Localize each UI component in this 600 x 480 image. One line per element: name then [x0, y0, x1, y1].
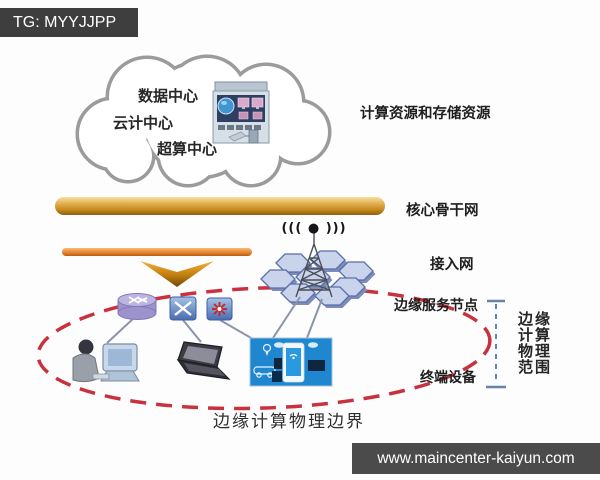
scope-line: 边缘	[518, 310, 553, 328]
label-core-backbone-network: 核心骨干网	[406, 203, 479, 219]
bottom-watermark-url: www.maincenter-kaiyun.com	[352, 443, 600, 474]
down-arrow-icon	[140, 261, 214, 287]
access-bar	[62, 248, 252, 256]
scope-line: 物理	[518, 342, 553, 360]
switch-icon	[169, 296, 197, 321]
cloud-label-cloud-center: 云计中心	[113, 114, 174, 132]
scope-line: 范围	[518, 358, 553, 376]
hexagon-cluster-icon	[260, 250, 376, 308]
label-compute-storage-resources: 计算资源和存储资源	[360, 106, 491, 122]
router-icon	[117, 293, 157, 320]
cloud-label-data-center: 数据中心	[138, 87, 199, 105]
scope-bracket	[486, 299, 506, 389]
iot-panel-icon	[249, 337, 333, 387]
top-watermark-tag: TG: MYYJJPP	[0, 8, 138, 37]
workstation-icon	[72, 339, 140, 383]
radio-tower-icon	[295, 226, 333, 298]
datacenter-building-icon	[212, 81, 270, 144]
label-edge-computing-physical-boundary: 边缘计算物理边界	[213, 412, 365, 432]
boundary-ellipse	[36, 285, 492, 411]
label-edge-computing-physical-scope: 边缘 计算 物理 范围	[518, 311, 564, 375]
backbone-bar	[55, 197, 385, 215]
antenna-waves-icon: ((( ● )))	[281, 221, 347, 236]
label-access-network: 接入网	[430, 257, 474, 273]
cloud-label-supercomputing-center: 超算中心	[157, 140, 218, 158]
laptop-icon	[176, 341, 231, 380]
hub-icon	[206, 297, 233, 321]
label-edge-service-node: 边缘服务节点	[394, 298, 478, 314]
scope-line: 计算	[518, 326, 553, 344]
label-terminal-devices: 终端设备	[420, 370, 476, 386]
